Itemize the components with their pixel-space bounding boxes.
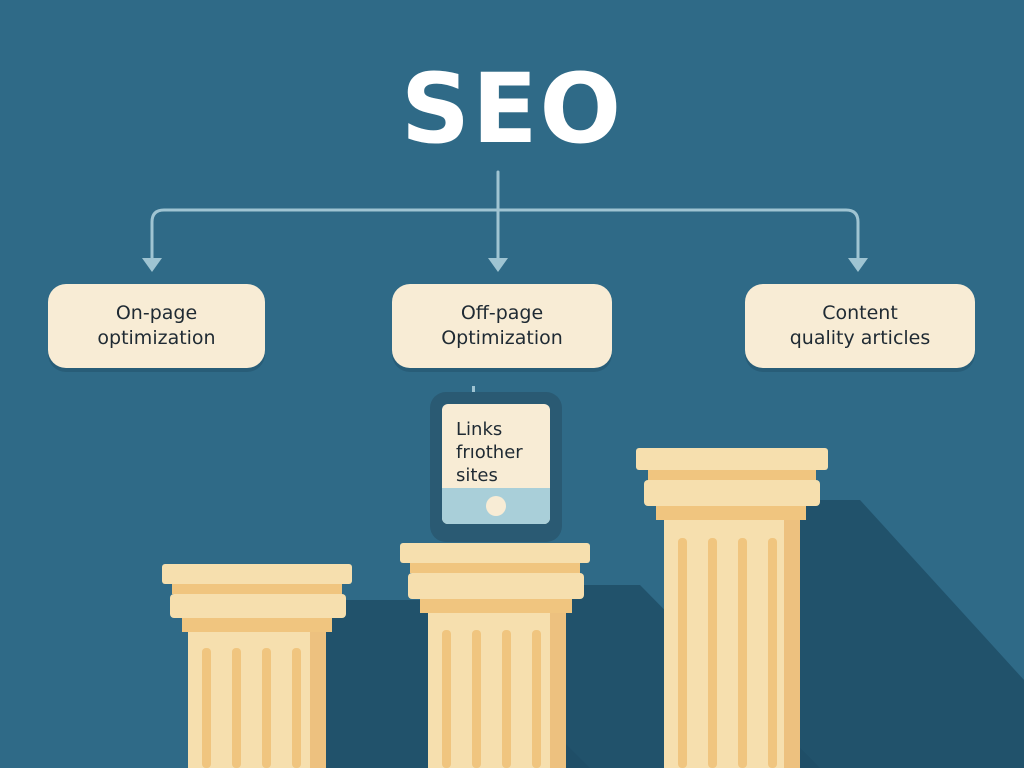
smartphone-screen: Links frıother sites	[442, 404, 550, 524]
pillar-shadow-right	[800, 500, 1024, 768]
pillar-middle	[400, 543, 590, 768]
content-quality-box: Content quality articles	[745, 284, 975, 368]
off-page-optimization-box: Off-page Optimization	[392, 284, 612, 368]
links-from-other-sites-text: Links frıother sites	[456, 419, 523, 486]
on-page-optimization-label: On-page optimization	[97, 302, 216, 349]
on-page-optimization-box: On-page optimization	[48, 284, 265, 368]
smartphone-icon: Links frıother sites	[430, 392, 562, 542]
home-button-icon	[486, 496, 506, 516]
smartphone-bottom-bar	[442, 488, 550, 524]
arrowheads	[142, 258, 868, 272]
pillar-right	[636, 448, 828, 768]
seo-title: SEO	[400, 53, 624, 165]
pillar-left	[162, 564, 352, 768]
connector-lines	[150, 170, 860, 264]
off-page-optimization-label: Off-page Optimization	[441, 302, 563, 349]
content-quality-label: Content quality articles	[789, 302, 931, 349]
